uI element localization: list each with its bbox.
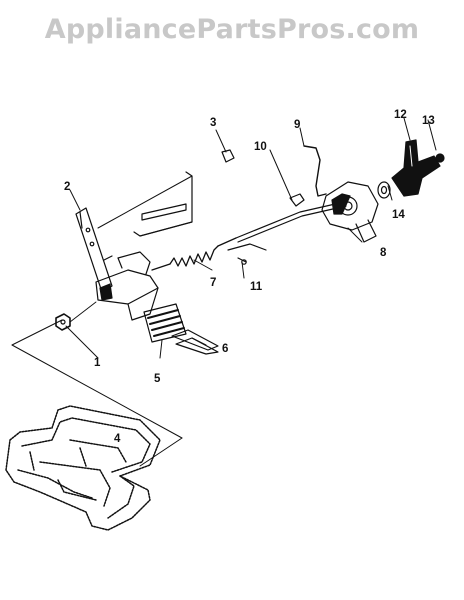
callout-5: 5 — [154, 373, 161, 385]
part-8-rod — [235, 201, 347, 243]
part-1-nut — [55, 301, 97, 331]
callout-8: 8 — [380, 247, 387, 259]
part-14-washer — [377, 181, 391, 199]
part-10-clip — [289, 193, 305, 207]
callout-11: 11 — [250, 281, 263, 293]
callout-9: 9 — [294, 119, 300, 131]
callout-1: 1 — [94, 357, 101, 369]
callout-14: 14 — [392, 209, 405, 221]
watermark-logo: AppliancePartsPros.com — [44, 14, 420, 45]
part-4-frame — [5, 405, 161, 531]
callout-labels: 1 2 3 4 5 6 7 8 9 10 11 12 13 14 — [64, 109, 435, 445]
lever-base-assembly — [95, 251, 159, 321]
callout-10: 10 — [254, 141, 267, 153]
part-13-cap — [435, 153, 445, 163]
part-7-spring — [151, 237, 237, 271]
part-6-clips — [171, 329, 219, 355]
part-11-pin — [227, 243, 267, 265]
callout-12: 12 — [394, 109, 407, 121]
part-3-bracket — [133, 149, 235, 237]
part-12-knob — [391, 139, 441, 197]
part-5-pad — [143, 303, 187, 343]
callout-13: 13 — [422, 115, 435, 127]
callout-3: 3 — [210, 117, 216, 129]
callout-4: 4 — [114, 433, 121, 445]
callout-7: 7 — [210, 277, 216, 289]
part-2-lever — [75, 207, 113, 293]
part-8-housing — [321, 181, 379, 243]
leader-lines — [11, 117, 437, 467]
callout-2: 2 — [64, 181, 70, 193]
part-9-rod — [303, 145, 327, 197]
callout-6: 6 — [222, 343, 228, 355]
